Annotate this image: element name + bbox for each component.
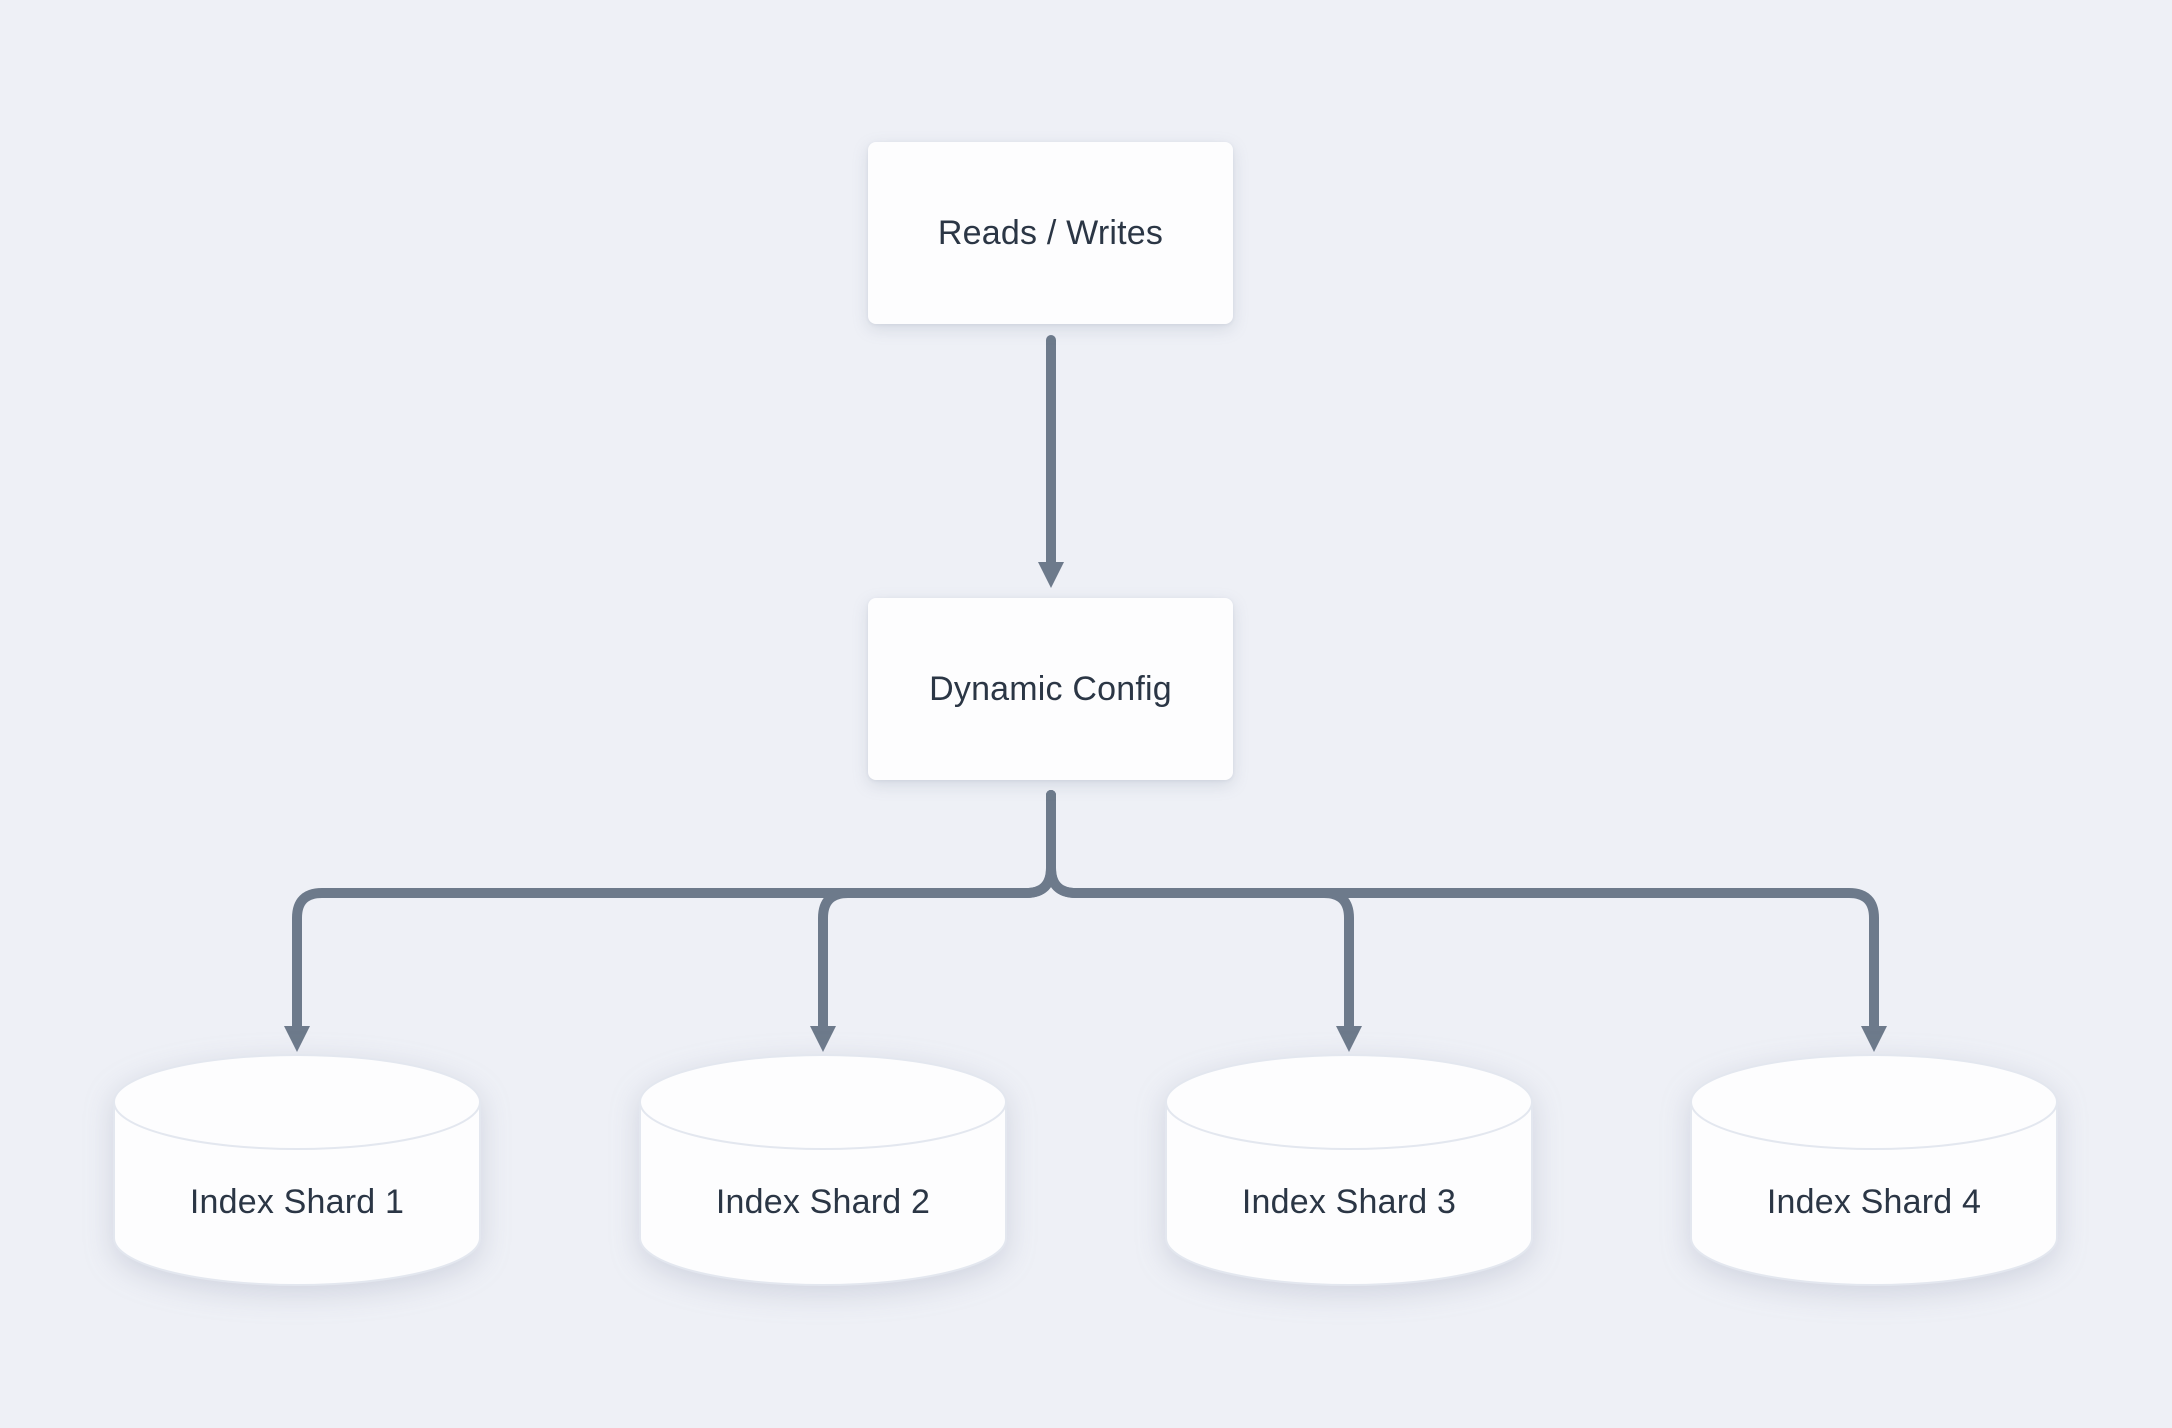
cylinder-top-icon [113,1054,481,1150]
connector-config-to-shard3 [1046,790,1354,1033]
cylinder-shard-2 [639,1054,1007,1286]
node-reads-writes: Reads / Writes [868,142,1233,324]
shard-label-4: Index Shard 4 [1766,1182,1982,1221]
shard-label-2: Index Shard 2 [715,1182,931,1221]
cylinder-body-icon [113,1101,481,1286]
connector-group [284,335,1887,1052]
arrowhead-shard1 [284,1026,310,1052]
arrowhead-shard4 [1861,1026,1887,1052]
cylinder-shard-1 [113,1054,481,1286]
cylinder-body-icon [1165,1101,1533,1286]
node-dynamic-config: Dynamic Config [868,598,1233,780]
connector-config-to-shard1 [292,790,1056,1033]
cylinder-top-icon [639,1054,1007,1150]
cylinder-body-icon [1690,1101,2058,1286]
connector-config-to-shard4 [1046,790,1879,1033]
shard-label-1: Index Shard 1 [189,1182,405,1221]
cylinder-top-icon [1690,1054,2058,1150]
cylinder-shard-3 [1165,1054,1533,1286]
node-reads-writes-label: Reads / Writes [937,213,1164,252]
arrowhead-shard3 [1336,1026,1362,1052]
node-dynamic-config-label: Dynamic Config [929,669,1172,708]
cylinder-body-icon [639,1101,1007,1286]
cylinder-shard-4 [1690,1054,2058,1286]
arrowhead-config [1038,562,1064,588]
arrowhead-shard2 [810,1026,836,1052]
cylinder-group [113,1054,2058,1286]
shard-label-3: Index Shard 3 [1241,1182,1457,1221]
cylinder-top-icon [1165,1054,1533,1150]
connector-config-to-shard2 [818,790,1056,1033]
